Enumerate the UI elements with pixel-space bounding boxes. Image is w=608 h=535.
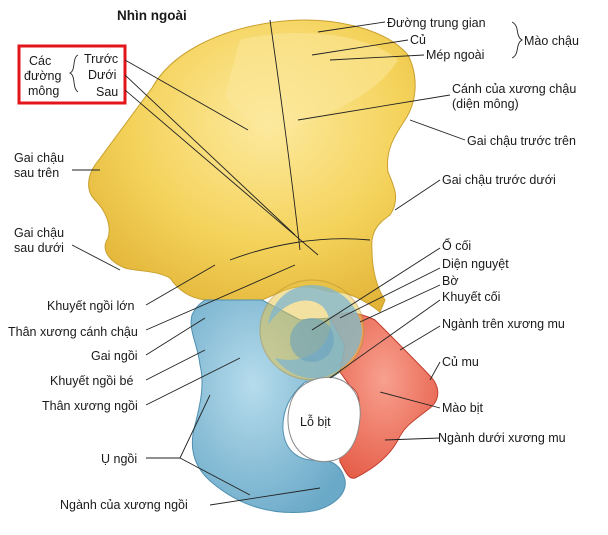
- piis-label-1: Gai chậu: [14, 226, 64, 240]
- acetabular-notch-label: Khuyết cối: [442, 290, 500, 304]
- ilium-highlight: [225, 32, 398, 129]
- asis-label: Gai chậu trước trên: [467, 134, 576, 148]
- lesser-sciatic-notch-label: Khuyết ngồi bé: [50, 374, 133, 388]
- gluteal-group-label-3: mông: [28, 84, 59, 98]
- iliac-crest-label: Mào chậu: [524, 34, 579, 48]
- psis-label-1: Gai chậu: [14, 151, 64, 165]
- aiis-label: Gai chậu trước dưới: [442, 173, 556, 187]
- crest-intermediate-label: Đường trung gian: [387, 16, 486, 30]
- outer-lip-label: Mép ngoài: [426, 48, 484, 62]
- obturator-foramen-label: Lỗ bịt: [300, 414, 331, 429]
- acetabulum-label: Ổ cối: [442, 238, 471, 253]
- obturator-crest-label: Mào bịt: [442, 401, 484, 415]
- lunate-surface-label: Diện nguyệt: [442, 257, 509, 271]
- gluteal-lines-highlight-box: [17, 44, 127, 105]
- posterior-gluteal-line-label: Sau: [96, 85, 118, 99]
- pubic-tubercle-label: Củ mu: [442, 355, 479, 369]
- gluteal-group-label-1: Các: [29, 54, 51, 68]
- ischial-ramus-label: Ngành của xương ngồi: [60, 498, 188, 512]
- tubercle-label: Củ: [410, 33, 426, 47]
- anterior-gluteal-line-label: Trước: [84, 52, 118, 66]
- psis-label-2: sau trên: [14, 166, 59, 180]
- lunate-surface: [268, 285, 362, 379]
- body-ischium-label: Thân xương ngồi: [42, 399, 138, 413]
- anterior-gluteal-line: [269, 19, 301, 251]
- inferior-gluteal-line: [229, 238, 371, 261]
- ischial-spine-label: Gai ngồi: [91, 349, 138, 363]
- gluteal-brace: [68, 54, 79, 93]
- superior-pubic-ramus-label: Ngành trên xương mu: [442, 317, 565, 331]
- greater-sciatic-notch-label: Khuyết ngồi lớn: [47, 299, 134, 313]
- gluteal-group-label-2: đường: [24, 69, 61, 83]
- piis-label-2: sau dưới: [14, 241, 64, 255]
- wing-label-2: (diện mông): [452, 97, 519, 111]
- inferior-pubic-ramus-label: Ngành dưới xương mu: [438, 431, 566, 445]
- wing-label-1: Cánh của xương chậu: [452, 82, 576, 96]
- inferior-gluteal-line-label: Dưới: [88, 68, 116, 82]
- view-title: Nhìn ngoài: [117, 8, 187, 23]
- rim-label: Bờ: [442, 274, 459, 288]
- ischial-tuberosity-label: Ụ ngồi: [101, 452, 137, 466]
- acetabular-fossa: [290, 318, 334, 362]
- leader-lines: [71, 21, 523, 506]
- body-ilium-label: Thân xương cánh chậu: [8, 325, 138, 339]
